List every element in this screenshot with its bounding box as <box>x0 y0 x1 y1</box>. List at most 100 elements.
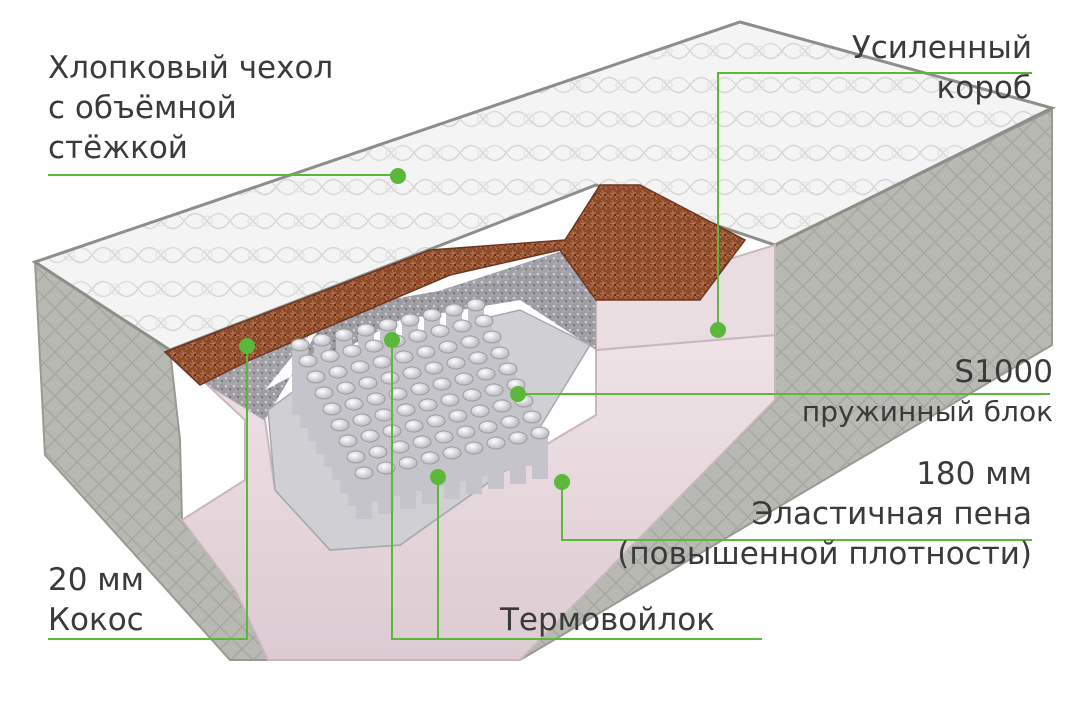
spring-top <box>354 466 374 480</box>
spring-top <box>422 308 442 322</box>
spring-top <box>346 450 366 464</box>
spring-top <box>364 339 384 353</box>
spring-top <box>498 362 518 376</box>
spring-top <box>418 398 438 412</box>
spring-top <box>410 382 430 396</box>
label-foam-line-1: 180 мм <box>916 456 1032 492</box>
spring-top <box>404 419 424 433</box>
spring-top <box>438 340 458 354</box>
spring-top <box>322 402 342 416</box>
label-spring-text: пружинный блок <box>801 395 1053 428</box>
spring-top <box>314 386 334 400</box>
spring-top <box>416 345 436 359</box>
spring-top <box>372 355 392 369</box>
dot-coconut <box>239 338 255 354</box>
spring-top <box>492 399 512 413</box>
spring-top <box>390 440 410 454</box>
spring-top <box>424 361 444 375</box>
spring-top <box>400 313 420 327</box>
leader-coconut <box>48 346 248 640</box>
spring-top <box>344 397 364 411</box>
label-coconut-line-2: Кокос <box>48 602 144 638</box>
label-spring-code: S1000 <box>954 354 1053 390</box>
spring-top <box>432 377 452 391</box>
spring-top <box>508 431 528 445</box>
spring-top <box>460 335 480 349</box>
spring-top <box>352 413 372 427</box>
dot-box <box>710 322 726 338</box>
label-box-line-1: Усиленный <box>851 30 1032 66</box>
label-cover-line-3: стёжкой <box>48 130 188 166</box>
spring-coil <box>400 463 416 509</box>
spring-top <box>356 323 376 337</box>
spring-coil <box>356 473 372 519</box>
spring-top <box>330 418 350 432</box>
label-felt: Термовойлок <box>500 600 715 640</box>
dot-foam <box>554 474 570 490</box>
label-cover-line-1: Хлопковый чехол <box>48 50 334 86</box>
spring-top <box>358 376 378 390</box>
spring-top <box>290 338 310 352</box>
spring-top <box>490 346 510 360</box>
label-cover: Хлопковый чехол с объёмной стёжкой <box>48 48 333 168</box>
spring-top <box>368 445 388 459</box>
spring-top <box>482 330 502 344</box>
spring-top <box>486 436 506 450</box>
spring-top <box>398 456 418 470</box>
label-cover-line-2: с объёмной <box>48 90 237 126</box>
spring-top <box>298 354 318 368</box>
spring-top <box>320 349 340 363</box>
spring-top <box>452 319 472 333</box>
coconut-layer <box>163 184 747 386</box>
dot-felt-2 <box>430 469 446 485</box>
label-foam-line-2: Эластичная пена <box>751 496 1032 532</box>
felt-top <box>200 250 640 390</box>
spring-block <box>267 298 592 551</box>
spring-top <box>338 434 358 448</box>
spring-top <box>366 392 386 406</box>
spring-top <box>470 404 490 418</box>
leader-foam <box>561 482 1032 541</box>
spring-top <box>376 461 396 475</box>
spring-top <box>350 360 370 374</box>
spring-top <box>420 451 440 465</box>
spring-top <box>444 303 464 317</box>
spring-top <box>374 408 394 422</box>
label-spring: S1000 пружинный блок <box>802 352 1053 432</box>
leader-box <box>717 72 1032 330</box>
dot-felt-1 <box>384 332 400 348</box>
spring-top <box>474 314 494 328</box>
label-coconut-line-1: 20 мм <box>48 562 145 598</box>
spring-top <box>306 370 326 384</box>
spring-top <box>312 333 332 347</box>
dot-cover <box>390 168 406 184</box>
leader-lines <box>48 72 1050 640</box>
spring-top <box>478 420 498 434</box>
spring-top <box>454 372 474 386</box>
spring-coil <box>532 433 548 479</box>
label-felt-text: Термовойлок <box>500 602 715 638</box>
spring-top <box>360 429 380 443</box>
label-box: Усиленный короб <box>852 28 1032 108</box>
label-foam: 180 мм Эластичная пена (повышенной плотн… <box>617 454 1032 574</box>
label-foam-line-3: (повышенной плотности) <box>617 536 1032 572</box>
spring-coil <box>488 443 504 489</box>
spring-top <box>448 409 468 423</box>
spring-top <box>434 430 454 444</box>
spring-top <box>442 446 462 460</box>
dot-spring <box>510 386 526 402</box>
spring-coil <box>510 438 526 484</box>
spring-top <box>468 351 488 365</box>
spring-top <box>334 328 354 342</box>
label-box-line-2: короб <box>936 70 1032 106</box>
spring-top <box>378 318 398 332</box>
spring-top <box>402 366 422 380</box>
spring-top <box>440 393 460 407</box>
spring-top <box>412 435 432 449</box>
spring-top <box>530 426 550 440</box>
spring-top <box>328 365 348 379</box>
spring-top <box>388 387 408 401</box>
leader-felt-1 <box>391 340 762 640</box>
